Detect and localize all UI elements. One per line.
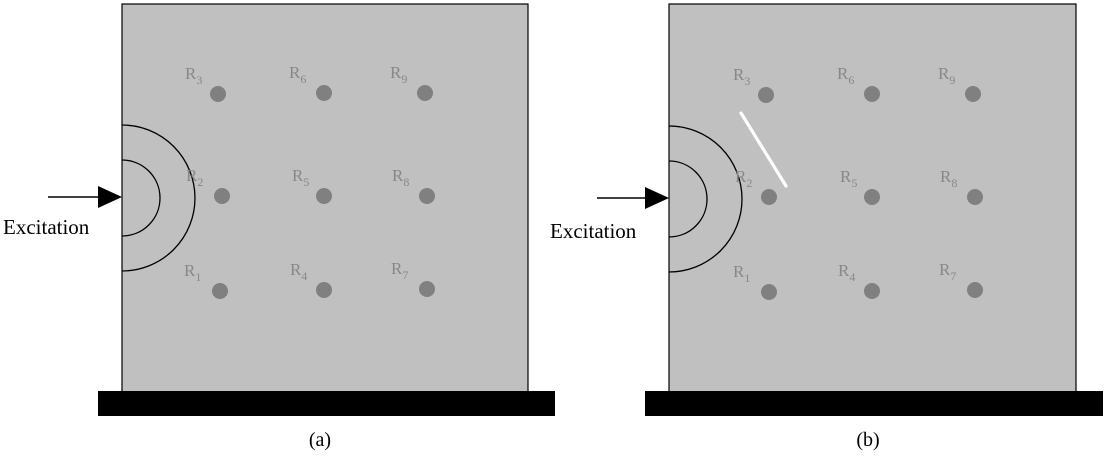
receiver-label-r8-a: R8	[392, 166, 409, 189]
panel-b: Excitation R1 R2 R3 R4 R5 R6 R7 R8 R9 (b…	[550, 3, 1103, 451]
receiver-dot-r7-a	[419, 281, 435, 297]
receiver-label-r3-b: R3	[733, 65, 750, 88]
wave-arc-inner-a	[121, 159, 161, 237]
receiver-dot-r4-a	[316, 282, 332, 298]
receiver-label-r1-b: R1	[733, 262, 750, 285]
receiver-label-r1-a: R1	[184, 261, 201, 284]
receiver-label-r7-b: R7	[939, 260, 956, 283]
receiver-label-r3-a: R3	[185, 64, 202, 87]
receiver-label-r7-a: R7	[391, 259, 408, 282]
receiver-dot-r9-a	[417, 85, 433, 101]
panel-a: Excitation R1 R2 R3 R4 R5 R6 R7 R8 R9 (a…	[3, 3, 555, 451]
receiver-dot-r8-a	[419, 188, 435, 204]
receiver-dot-r5-b	[864, 189, 880, 205]
receiver-label-r2-b: R2	[735, 167, 752, 190]
excitation-label-b: Excitation	[550, 219, 637, 243]
receiver-label-r4-b: R4	[838, 261, 855, 284]
crack-line	[739, 111, 788, 188]
receiver-dot-r1-b	[761, 284, 777, 300]
receiver-label-r9-b: R9	[938, 64, 955, 87]
receiver-dot-r1-a	[212, 283, 228, 299]
excitation-label-a: Excitation	[3, 215, 90, 239]
receiver-dot-r3-a	[210, 86, 226, 102]
excitation-arrow-head-a	[98, 186, 122, 208]
base-a	[98, 391, 555, 416]
receiver-dot-r3-b	[758, 87, 774, 103]
base-b	[645, 391, 1103, 416]
receiver-label-r5-b: R5	[840, 167, 857, 190]
receiver-dot-r8-b	[967, 189, 983, 205]
receiver-dot-r6-b	[864, 86, 880, 102]
receiver-dot-r2-b	[761, 189, 777, 205]
excitation-arrow-head-b	[645, 187, 669, 209]
wave-arc-outer-a	[121, 124, 196, 272]
receiver-dot-r4-b	[864, 283, 880, 299]
receiver-label-r9-a: R9	[390, 63, 407, 86]
wave-arc-outer-b	[668, 125, 743, 273]
receiver-label-r6-b: R6	[837, 64, 854, 87]
receiver-dot-r5-a	[316, 188, 332, 204]
receiver-label-r8-b: R8	[940, 167, 957, 190]
receiver-dot-r9-b	[965, 86, 981, 102]
receiver-label-r6-a: R6	[289, 63, 306, 86]
wave-arc-inner-b	[668, 160, 708, 238]
caption-a: (a)	[309, 429, 331, 451]
receiver-label-r2-a: R2	[186, 166, 203, 189]
receiver-label-r5-a: R5	[292, 166, 309, 189]
receiver-label-r4-a: R4	[290, 260, 307, 283]
receiver-dot-r7-b	[967, 282, 983, 298]
caption-b: (b)	[856, 429, 879, 451]
receiver-dot-r2-a	[214, 188, 230, 204]
receiver-dot-r6-a	[316, 85, 332, 101]
